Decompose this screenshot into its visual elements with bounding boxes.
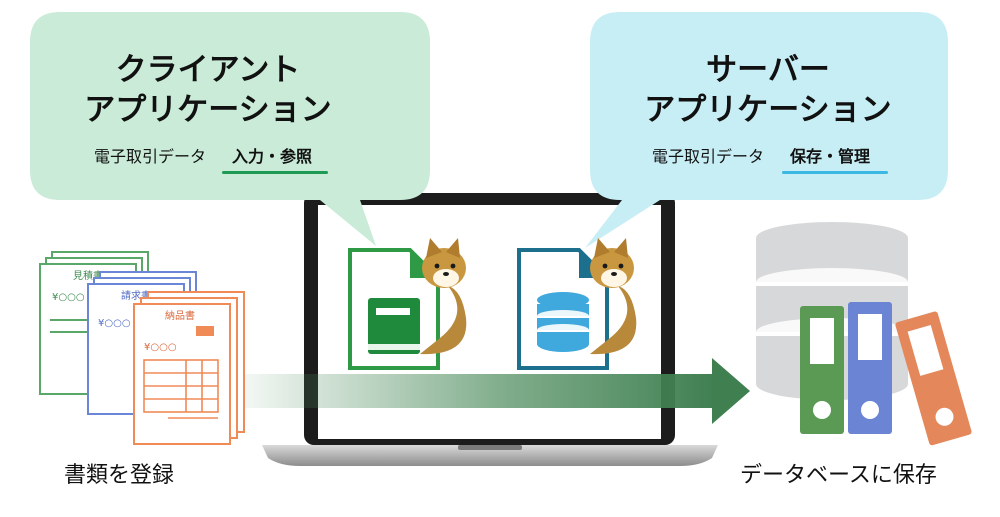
- doc-delivery-table: [143, 359, 219, 419]
- laptop: [262, 193, 718, 466]
- doc-invoice-yen: ¥○○○: [98, 318, 131, 329]
- book-label: [376, 308, 410, 315]
- shiba-tail-right: [590, 286, 637, 355]
- flow-arrow: [240, 358, 750, 424]
- flow-arrow-body: [240, 374, 718, 408]
- server-sub-highlight: 保存・管理: [789, 147, 870, 166]
- shiba-tail-left: [420, 286, 467, 355]
- server-title-line2: アプリケーション: [644, 92, 891, 128]
- server-bubble: サーバー アプリケーション 電子取引データ 保存・管理: [585, 12, 948, 248]
- client-sub-highlight: 入力・参照: [232, 147, 312, 166]
- laptop-notch: [458, 445, 522, 450]
- server-bubble-shape: [585, 12, 948, 248]
- doc-delivery-sheet: [133, 303, 231, 445]
- client-title-line1: クライアント: [116, 52, 301, 88]
- doc-delivery-yen: ¥○○○: [144, 342, 177, 353]
- binder-green: [800, 306, 844, 434]
- client-title-line2: アプリケーション: [84, 92, 331, 128]
- book-pages: [368, 344, 420, 350]
- laptop-base: [262, 445, 718, 466]
- binder-orange: [895, 311, 972, 446]
- binder-blue: [848, 302, 892, 434]
- doc-estimate-yen: ¥○○○: [52, 292, 85, 303]
- server-sub-prefix: 電子取引データ: [652, 147, 764, 166]
- client-sub-prefix: 電子取引データ: [94, 147, 206, 166]
- client-bubble: クライアント アプリケーション 電子取引データ 入力・参照: [30, 12, 430, 246]
- flow-arrow-head: [712, 358, 750, 424]
- shiba-mascot-left: [420, 238, 467, 355]
- doc-delivery-title: 納品書: [165, 309, 195, 322]
- shiba-mascot-right: [590, 238, 637, 355]
- client-bubble-shape: [30, 12, 430, 246]
- server-sub-underline: [782, 171, 888, 174]
- client-sub-underline: [222, 171, 328, 174]
- caption-save-to-database: データベースに保存: [740, 463, 937, 488]
- server-title-line1: サーバー: [706, 52, 830, 88]
- caption-register-documents: 書類を登録: [64, 463, 174, 488]
- server-file-icon: [517, 248, 609, 370]
- doc-delivery: 納品書 ¥○○○: [133, 291, 245, 445]
- database-small-icon: [537, 292, 589, 352]
